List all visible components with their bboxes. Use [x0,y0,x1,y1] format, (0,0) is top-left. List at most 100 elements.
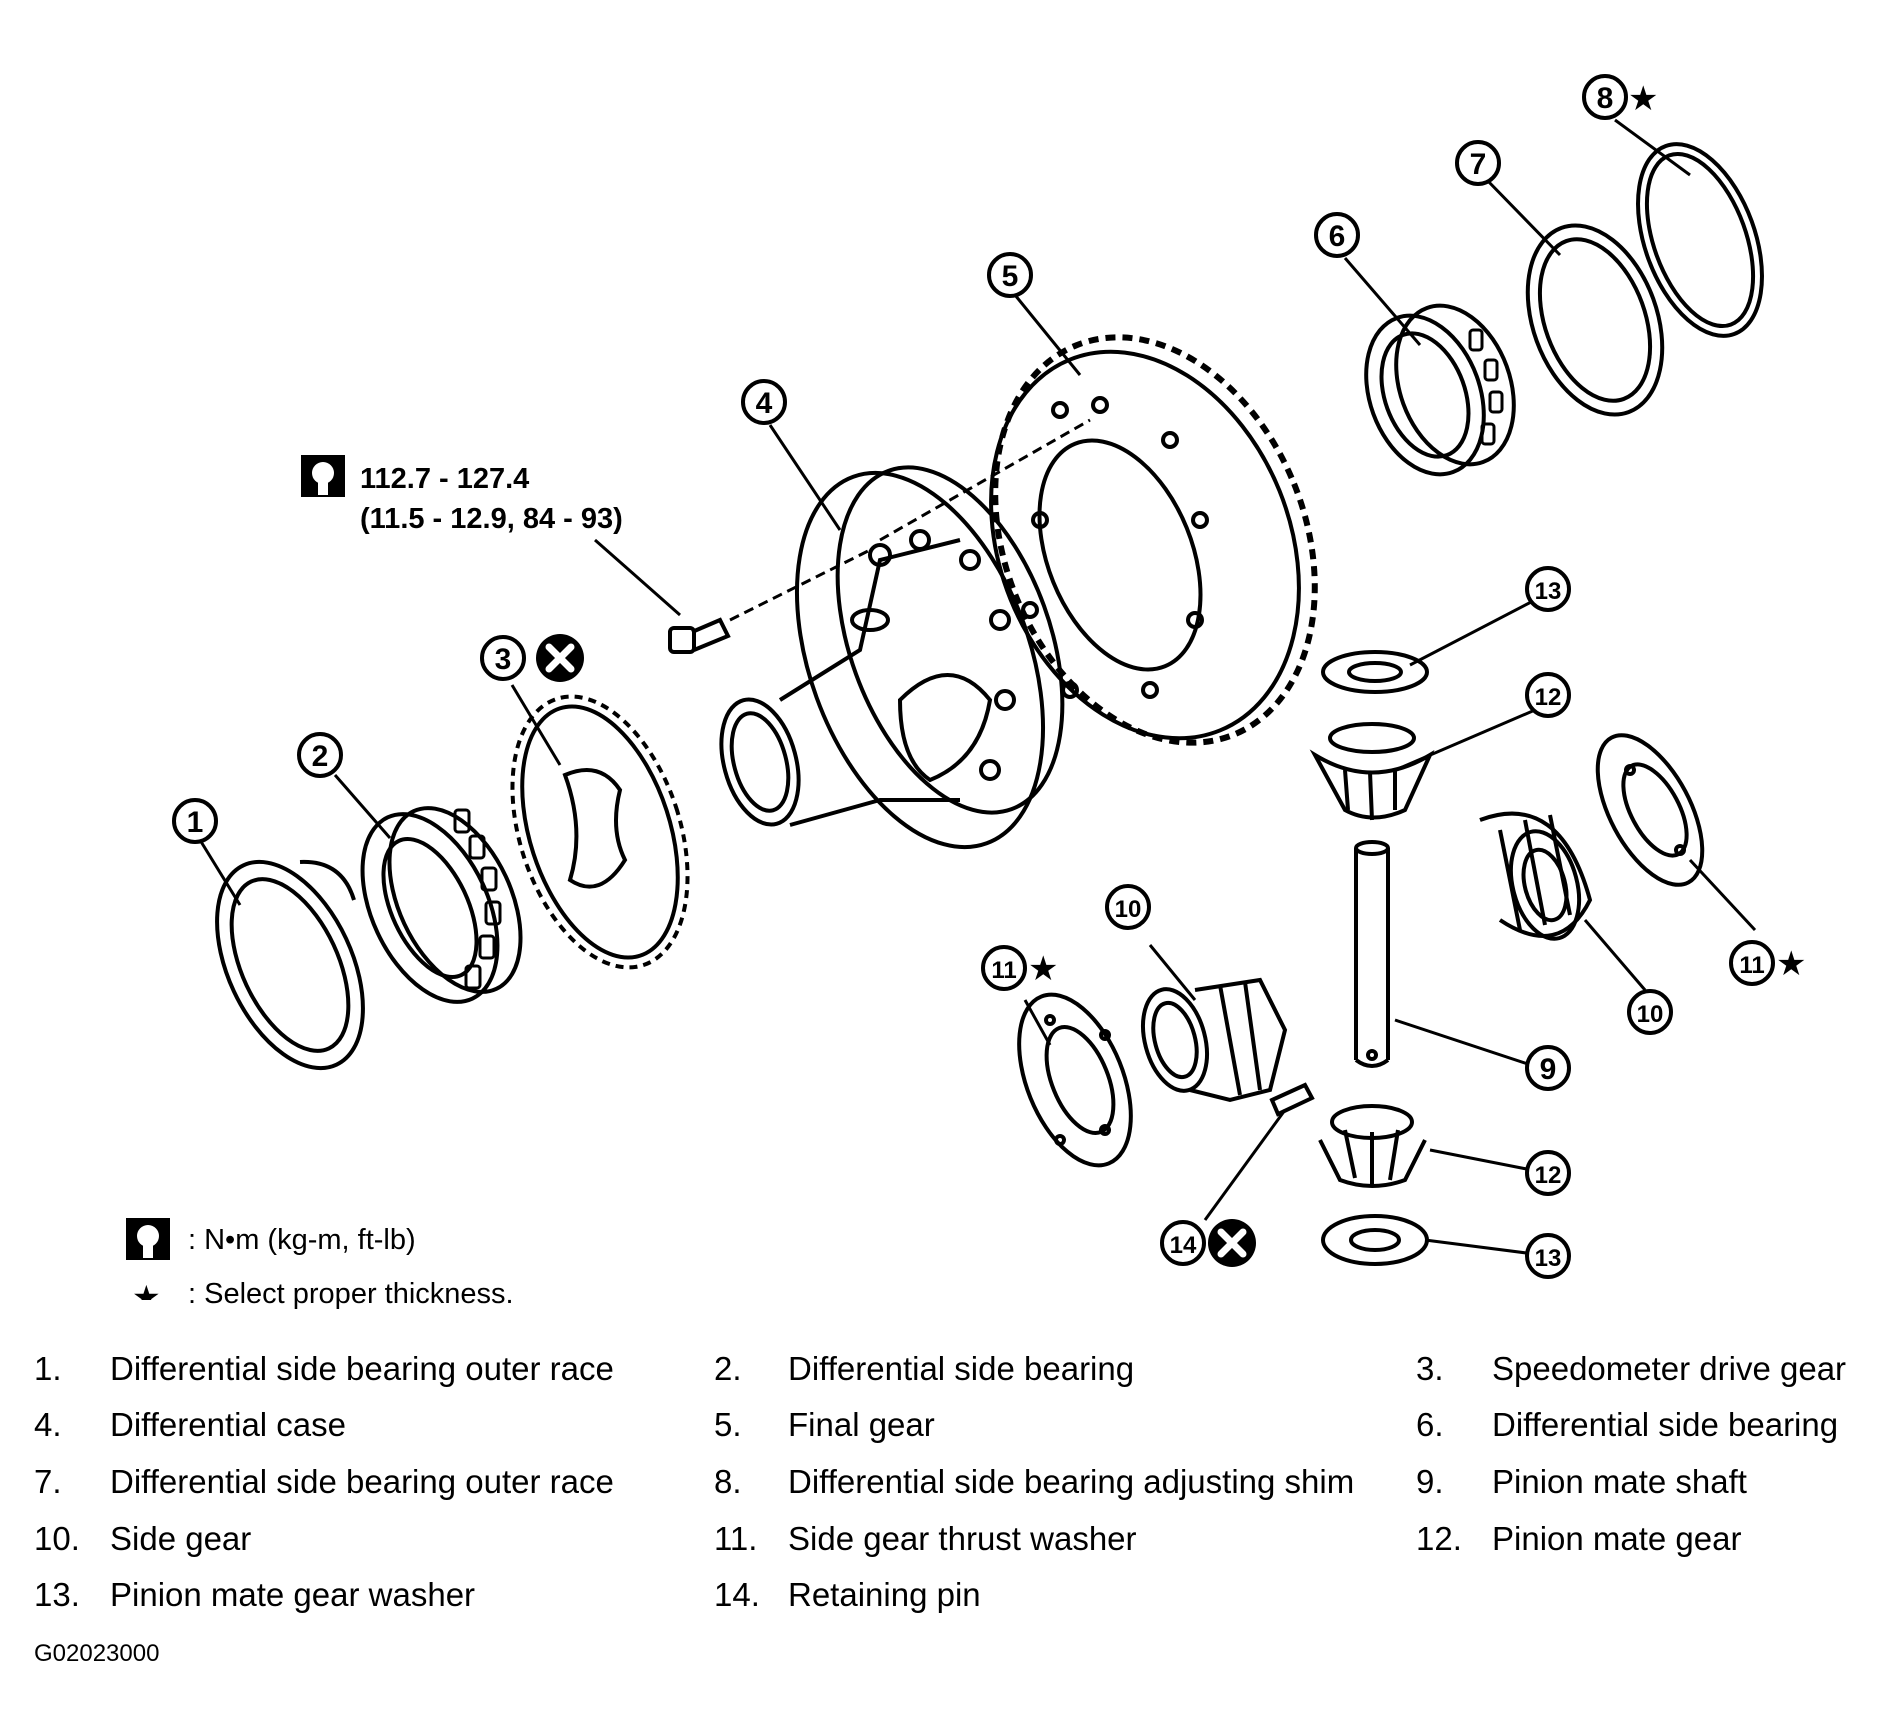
part-list-item: 11.Side gear thrust washer [714,1520,1137,1558]
part-3-speedo-gear [510,694,690,970]
part-1-outer-race [215,859,365,1071]
callout-1: 1 [172,798,218,844]
callout-13-bottom: 13 [1525,1233,1571,1279]
replace-x-icon-14 [1208,1219,1256,1267]
callout-13-top-label: 13 [1535,578,1562,605]
part-list-item: 12.Pinion mate gear [1416,1520,1741,1558]
callout-11-left-label: 11 [991,957,1016,984]
part-number: 6. [1416,1406,1444,1443]
part-name: Differential side bearing outer race [110,1463,614,1500]
part-name: Side gear [110,1520,252,1557]
part-number: 3. [1416,1350,1444,1387]
callout-11-right: 11 [1729,940,1775,986]
legend-star-icon: ★ [132,1279,161,1300]
part-name: Differential side bearing [1492,1406,1839,1443]
callout-14: 14 [1160,1220,1206,1266]
callout-1-label: 1 [187,806,204,839]
star-icon-8: ★ [1628,80,1658,118]
part-2-bearing [360,806,523,1004]
callout-4: 4 [741,379,787,425]
part-list-item: 3. Speedometer drive gear [1416,1350,1846,1388]
torque-spec-alt-units: (11.5 - 12.9, 84 - 93) [360,503,623,535]
callout-13-bottom-label: 13 [1535,1245,1562,1272]
part-number: 13. [34,1576,80,1613]
part-4-diff-case [719,465,1065,850]
callout-6: 6 [1314,212,1360,258]
torque-spec-value: 112.7 - 127.4 [360,463,529,495]
part-list-item: 6. Differential side bearing [1416,1406,1838,1444]
part-list-item: 2.Differential side bearing [714,1350,1134,1388]
star-icon-11-right: ★ [1776,945,1806,983]
part-list-item: 5. Final gear [714,1406,935,1444]
callout-8-label: 8 [1597,82,1614,115]
bolt [668,418,1091,654]
part-10-side-gear-right [1479,811,1593,941]
part-11-thrust-washer-left [1017,992,1133,1168]
part-12-pinion-bottom [1318,1104,1427,1188]
part-8-shim [1636,142,1764,338]
legend-torque-icon [126,1218,170,1260]
leader-lines [198,118,1757,1257]
part-name: Retaining pin [788,1576,981,1613]
star-icon-11-left: ★ [1028,950,1058,988]
part-list-item: 4.Differential case [34,1406,346,1444]
callout-10-right-label: 10 [1637,1001,1664,1028]
callout-9: 9 [1525,1045,1571,1091]
figure-code: G02023000 [34,1640,160,1667]
callout-5-label: 5 [1002,260,1019,293]
callout-10-left-label: 10 [1115,896,1142,923]
callout-12-bottom-label: 12 [1535,1162,1562,1189]
part-9-shaft [1354,840,1390,1068]
part-13-washer-bottom [1321,1214,1429,1266]
part-11-thrust-washer-right [1595,733,1705,887]
part-number: 10. [34,1520,80,1557]
part-number: 2. [714,1350,742,1387]
part-name: Speedometer drive gear [1492,1350,1847,1387]
callout-10-right: 10 [1627,989,1673,1035]
callout-2: 2 [297,732,343,778]
part-name: Differential side bearing outer race [110,1350,614,1387]
callout-12-top: 12 [1525,672,1571,718]
part-number: 14. [714,1576,760,1613]
callout-6-label: 6 [1329,220,1346,253]
legend-star-text: : Select proper thickness. [188,1278,514,1310]
part-list-item: 13. Pinion mate gear washer [34,1576,475,1614]
part-name: Pinion mate shaft [1492,1463,1747,1500]
part-7-outer-race [1525,223,1665,417]
callout-13-top: 13 [1525,566,1571,612]
replace-x-icon-3 [536,634,584,682]
part-name: Differential case [110,1406,347,1443]
callout-9-label: 9 [1540,1053,1557,1086]
part-name: Final gear [788,1406,935,1443]
part-list-item: 10. Side gear [34,1520,251,1558]
part-name: Side gear thrust washer [788,1520,1137,1557]
callout-11-left: 11 [981,945,1027,991]
part-list-item: 14. Retaining pin [714,1576,981,1614]
callout-7: 7 [1455,140,1501,186]
callout-8: 8 [1582,74,1628,120]
legend-torque-text: : N•m (kg-m, ft-lb) [188,1224,416,1256]
part-number: 1. [34,1350,62,1387]
callout-4-label: 4 [756,387,773,420]
part-name: Pinion mate gear washer [110,1576,476,1613]
callouts: 1 2 3 4 5 6 7 8 9 10 10 11 11 12 12 13 1… [172,74,1775,1279]
torque-wrench-icon [301,455,345,497]
part-13-washer-top [1321,650,1429,694]
callout-14-label: 14 [1170,1232,1197,1259]
callout-12-top-label: 12 [1535,684,1562,711]
part-list-item: 9.Pinion mate shaft [1416,1463,1747,1501]
part-list-item: 1. Differential side bearing outer race [34,1350,614,1388]
part-5-final-gear [989,334,1318,746]
part-name: Pinion mate gear [1492,1520,1742,1557]
part-list-item: 7. Differential side bearing outer race [34,1463,614,1501]
part-6-bearing [1364,303,1516,477]
callout-5: 5 [987,252,1033,298]
part-number: 7. [34,1463,62,1500]
part-number: 5. [714,1406,742,1443]
part-name: Differential side bearing adjusting shim [788,1463,1355,1500]
select-star-icons: ★ ★ ★ [1028,80,1806,988]
exploded-view-diagram: 1 2 3 4 5 6 7 8 9 10 10 11 11 12 12 13 1… [126,74,1806,1300]
part-number: 8. [714,1463,742,1500]
callout-3-label: 3 [495,643,512,676]
callout-2-label: 2 [312,740,329,773]
